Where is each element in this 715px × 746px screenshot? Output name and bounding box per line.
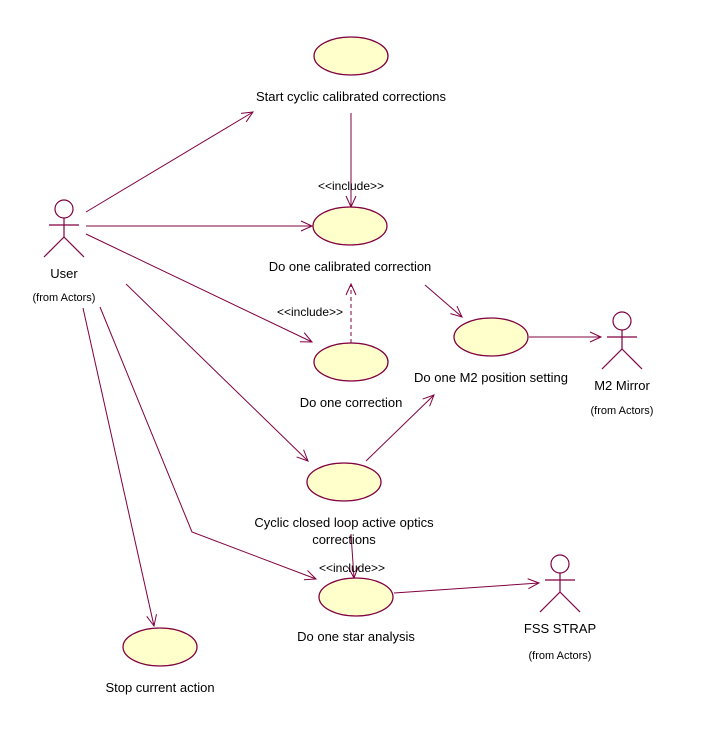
use-case-ellipse [122, 627, 198, 667]
actor-name: FSS STRAP [524, 621, 596, 636]
actor-name: User [50, 266, 78, 281]
use-case-start-cyclic[interactable]: Start cyclic calibrated corrections [256, 36, 447, 104]
stick-figure-icon [601, 311, 643, 370]
actor-fss[interactable]: FSS STRAP (from Actors) [524, 554, 596, 662]
use-case-do-star[interactable]: Do one star analysis [297, 577, 415, 644]
use-case-label: corrections [312, 532, 376, 547]
relation-line [125, 283, 309, 462]
relation-line [99, 306, 317, 580]
relation-association-cyclic_closed-to-do_m2[interactable] [365, 394, 435, 462]
use-case-ellipse [318, 577, 394, 617]
arrow-head-icon [527, 578, 541, 590]
use-case-label: Do one calibrated correction [269, 259, 432, 274]
use-case-ellipse [453, 317, 529, 357]
use-case-label: Cyclic closed loop active optics [254, 515, 434, 530]
use-case-label: Start cyclic calibrated corrections [256, 89, 447, 104]
stereotype-label: <<include>> [318, 179, 384, 193]
actor-package: (from Actors) [33, 292, 96, 304]
arrow-head-icon [345, 282, 357, 296]
use-case-cyclic-closed[interactable]: Cyclic closed loop active optics correcti… [254, 462, 434, 547]
use-case-ellipse [313, 36, 389, 76]
use-case-ellipse [312, 206, 388, 246]
relation-line [350, 533, 355, 579]
relation-line [365, 394, 435, 462]
nodes-layer: Start cyclic calibrated corrections Do on… [33, 36, 654, 695]
actor-m2mirror[interactable]: M2 Mirror (from Actors) [591, 311, 654, 417]
actor-package: (from Actors) [591, 405, 654, 417]
use-case-label: Do one M2 position setting [414, 370, 568, 385]
arrow-head-icon [589, 331, 603, 343]
relation-association-user-to-cyclic_closed[interactable] [125, 283, 309, 462]
use-case-do-calibrated[interactable]: Do one calibrated correction [269, 206, 432, 274]
use-case-do-m2[interactable]: Do one M2 position setting [414, 317, 568, 385]
relation-association-do_star-to-fss[interactable] [393, 578, 541, 594]
stereotype-label: <<include>> [277, 305, 343, 319]
stick-figure-icon [43, 199, 85, 258]
actor-package: (from Actors) [529, 650, 592, 662]
arrow-head-icon [296, 449, 309, 462]
use-case-ellipse [313, 342, 389, 382]
relation-association-do_calibrated-to-do_m2[interactable] [424, 284, 463, 318]
actor-user[interactable]: User (from Actors) [33, 199, 96, 304]
actor-name: M2 Mirror [594, 378, 650, 393]
stereotype-label: <<include>> [319, 561, 385, 575]
arrow-head-icon [146, 614, 157, 628]
arrow-head-icon [303, 570, 318, 581]
use-case-ellipse [306, 462, 382, 502]
relation-dependency-do_correction-to-do_calibrated[interactable] [345, 282, 357, 343]
stick-figure-icon [539, 554, 581, 613]
labels-layer: <<include>> <<include>> <<include>> [277, 179, 385, 575]
relation-line [85, 233, 313, 343]
relation-association-user-to-stop[interactable] [82, 307, 157, 628]
arrow-head-icon [422, 394, 435, 407]
relation-association-user-to-do_star[interactable] [99, 306, 318, 581]
use-case-label: Do one correction [300, 395, 403, 410]
relation-line [424, 284, 463, 318]
use-case-do-correction[interactable]: Do one correction [300, 342, 403, 410]
relation-association-user-to-do_calibrated[interactable] [86, 220, 314, 232]
relation-association-user-to-start_cyclic[interactable] [85, 111, 255, 213]
use-case-label: Stop current action [105, 680, 214, 695]
relation-association-user-to-do_correction[interactable] [85, 233, 314, 343]
arrow-head-icon [450, 305, 463, 318]
use-case-stop[interactable]: Stop current action [105, 627, 215, 695]
arrow-head-icon [300, 220, 314, 232]
use-case-label: Do one star analysis [297, 629, 415, 644]
arrow-head-icon [299, 332, 314, 343]
relation-line [85, 111, 254, 213]
arrow-head-icon [240, 111, 255, 123]
relations-layer [82, 111, 603, 628]
relation-line [393, 582, 540, 594]
relation-association-do_m2-to-m2mirror[interactable] [529, 331, 603, 343]
relation-line [82, 307, 155, 627]
